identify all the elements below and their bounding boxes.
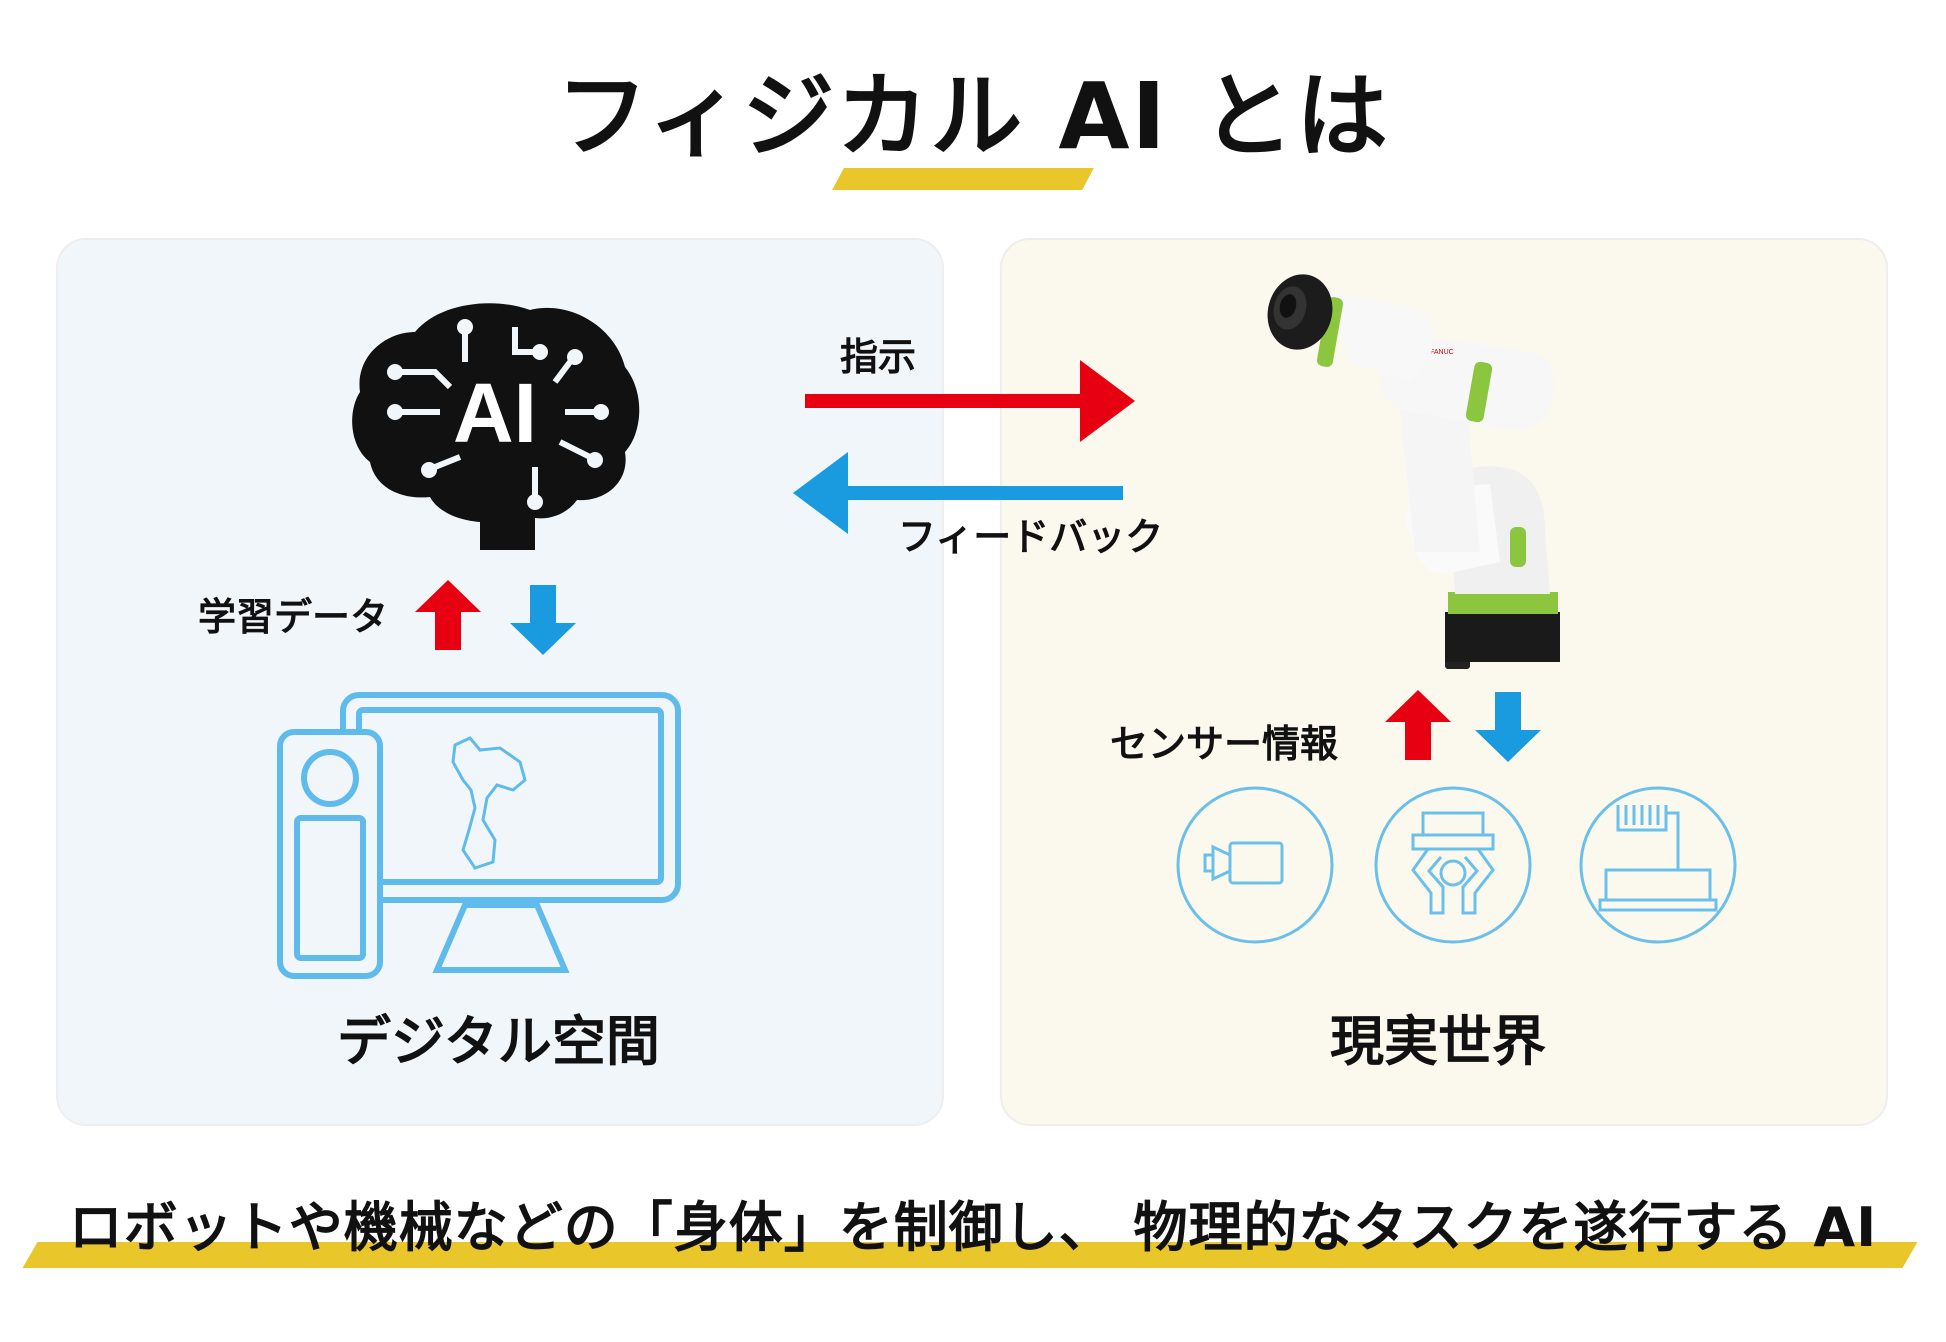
title-underline — [832, 168, 1094, 190]
digital-space-label: デジタル空間 — [337, 1010, 660, 1073]
instruction-label: 指示 — [840, 335, 917, 379]
workpiece-icon — [1579, 786, 1737, 944]
svg-text:FANUC: FANUC — [1430, 349, 1454, 356]
sensor-down-arrow — [1475, 692, 1541, 762]
computer-terminal-icon — [277, 692, 681, 979]
feedback-label: フィードバック — [898, 515, 1164, 559]
learning-data-label: 学習データ — [198, 595, 389, 639]
brain-ai-text: AI — [453, 366, 537, 460]
sensor-info-label: センサー情報 — [1110, 722, 1339, 766]
instruction-arrow — [805, 360, 1135, 442]
sensor-up-arrow — [1385, 690, 1451, 760]
brain-ai-icon: AI — [352, 303, 640, 550]
feedback-arrow — [793, 452, 1123, 534]
camera-icon — [1176, 786, 1334, 944]
tagline: ロボットや機械などの「身体」を制御し、 物理的なタスクを遂行する AI — [68, 1196, 1878, 1259]
page-title: フィジカル AI とは — [556, 63, 1390, 170]
learning-up-arrow — [415, 580, 481, 650]
learning-down-arrow — [510, 585, 576, 655]
gripper-icon — [1374, 786, 1532, 944]
real-world-label: 現実世界 — [1330, 1010, 1546, 1073]
robot-arm-image: FANUC — [1267, 274, 1560, 669]
